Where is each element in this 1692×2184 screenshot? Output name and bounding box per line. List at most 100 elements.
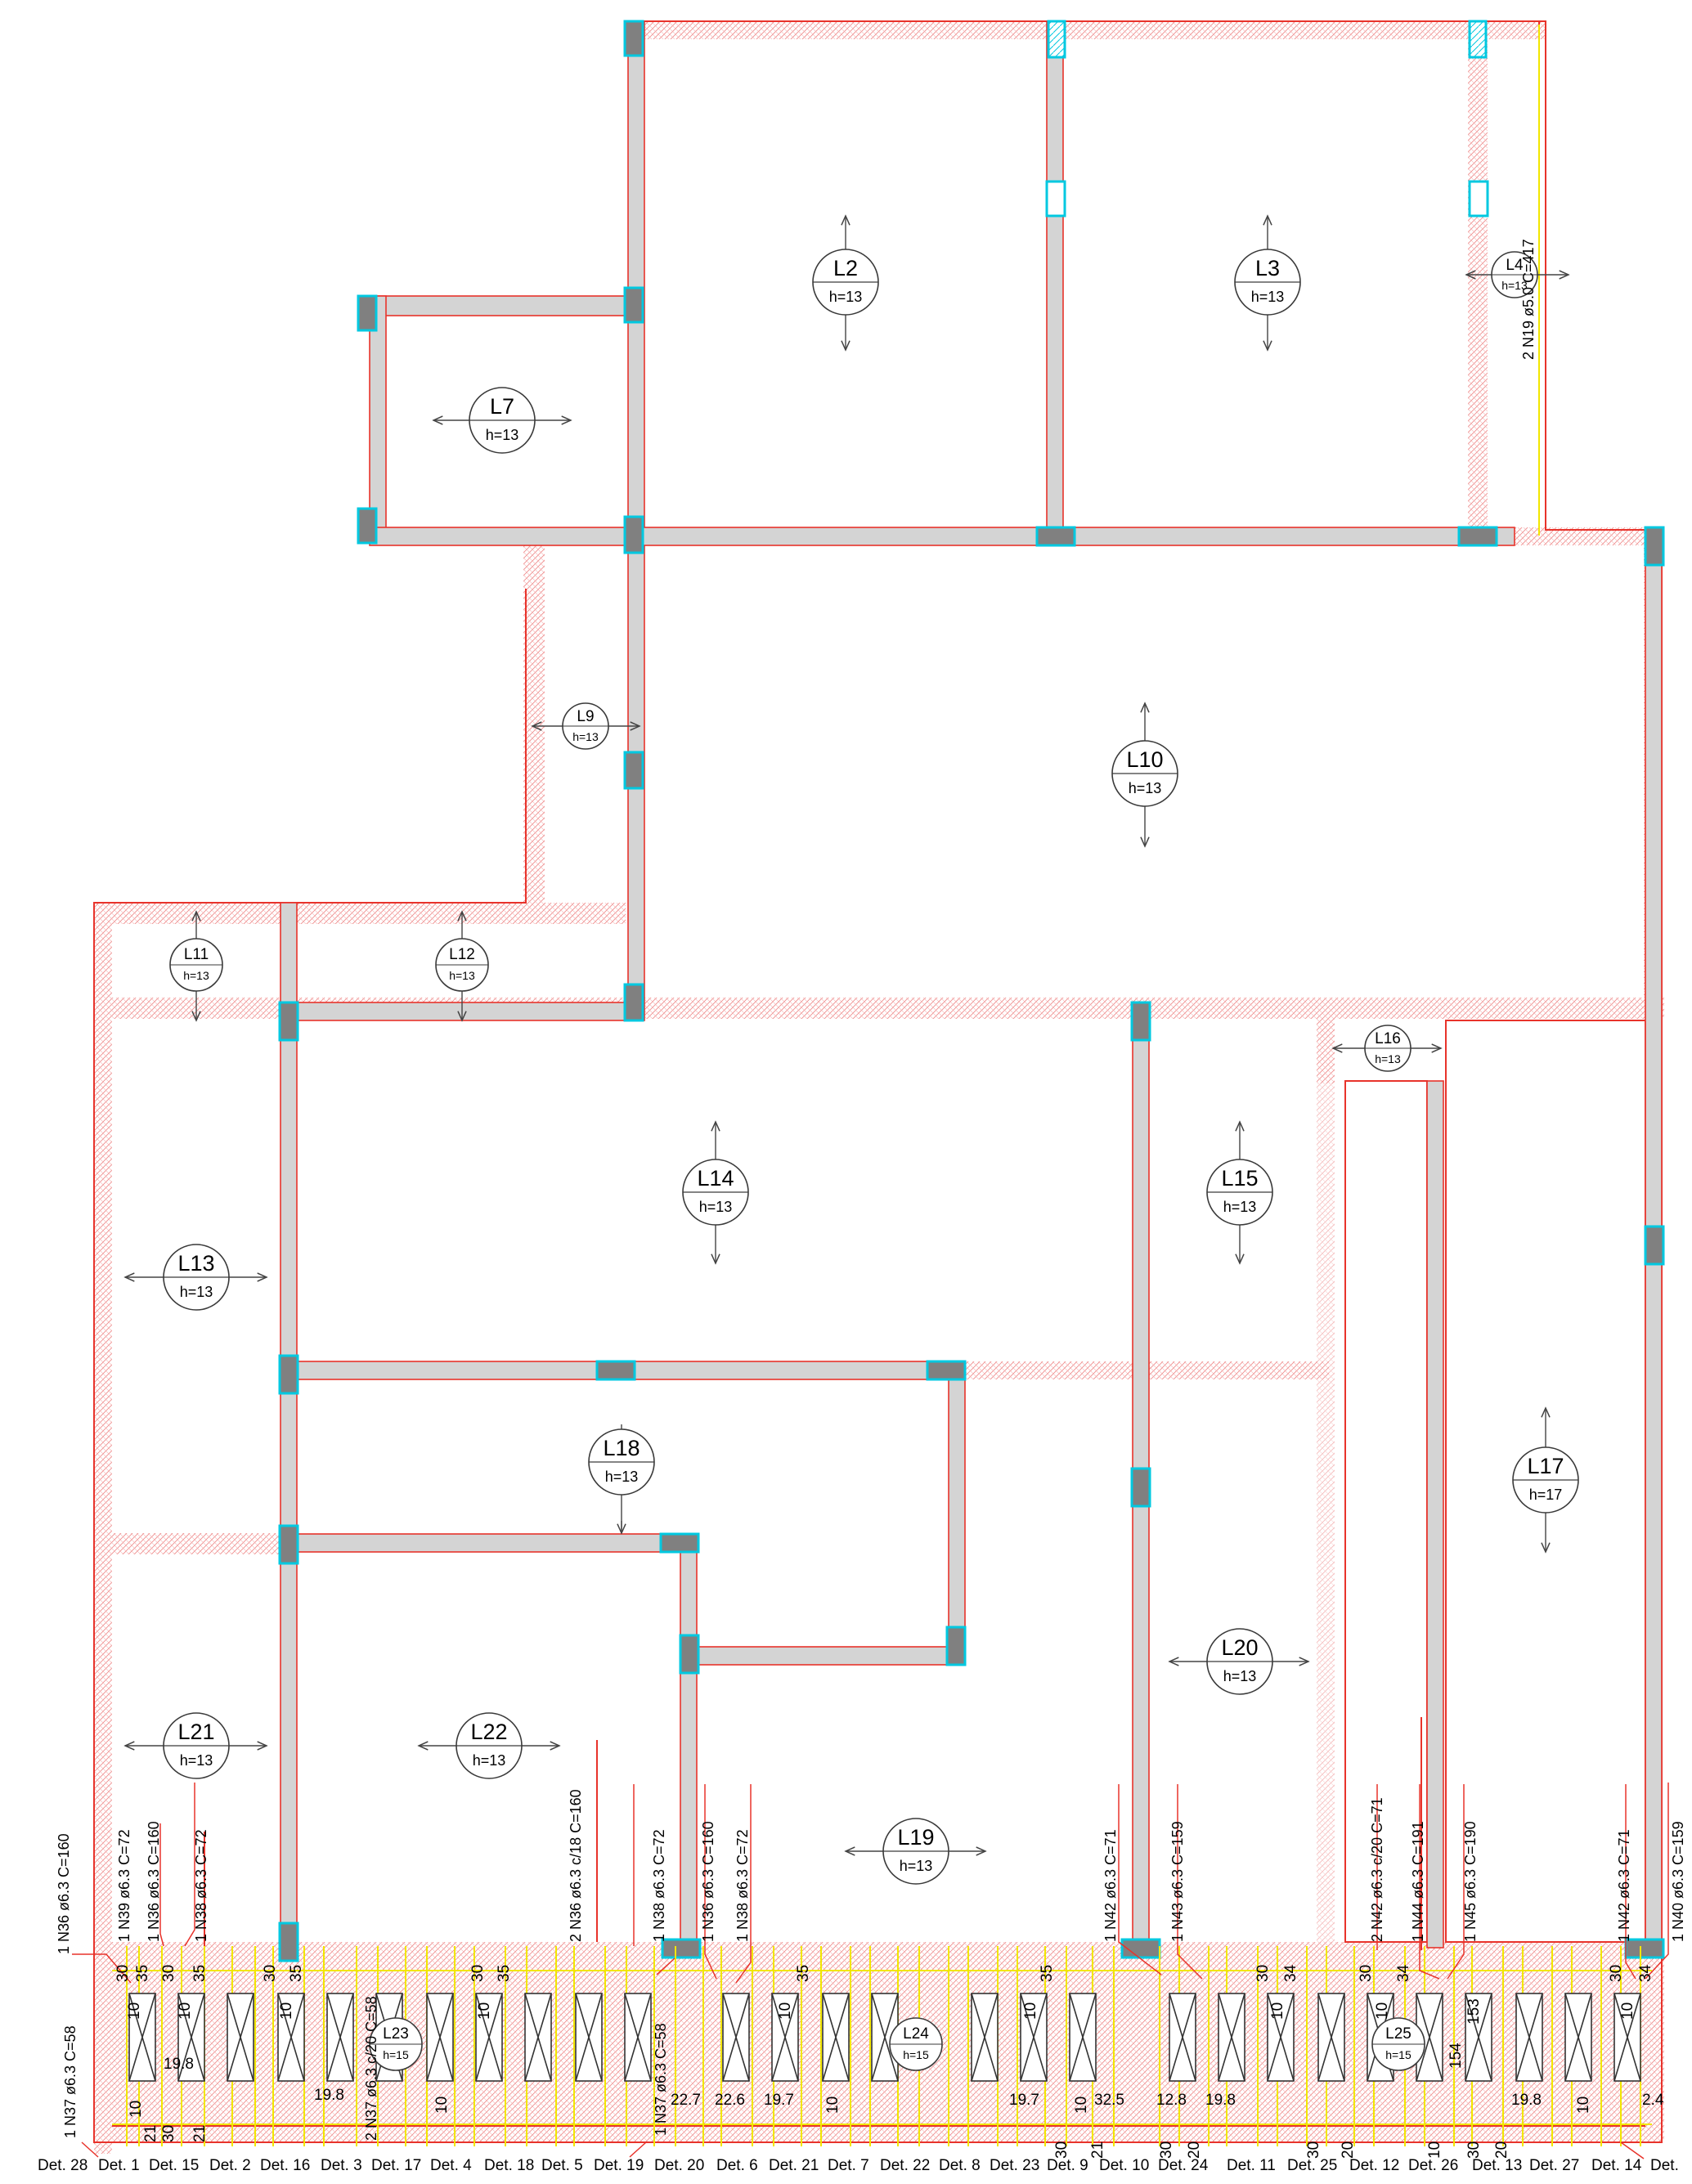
dim-label: 19.7 bbox=[1009, 2092, 1039, 2109]
detail-label: Det. 26 bbox=[1408, 2157, 1458, 2174]
detail-label: Det. 15 bbox=[149, 2157, 199, 2174]
dim-label: 34 bbox=[1282, 1964, 1299, 1982]
block bbox=[1069, 1993, 1097, 2082]
dim-label: 32.5 bbox=[1094, 2092, 1124, 2109]
rebar-leaders bbox=[72, 1783, 1669, 2159]
beam bbox=[1046, 20, 1064, 537]
detail-label: Det. 10 bbox=[1099, 2157, 1149, 2174]
block bbox=[426, 1993, 454, 2082]
slab-name: L21 bbox=[177, 1720, 214, 1744]
dimension-numbers: 30 10 35 30 10 35 19.8 10 21 30 21 30 10… bbox=[114, 1964, 1664, 2159]
dim-label: 10 bbox=[777, 2002, 794, 2020]
column bbox=[595, 1360, 636, 1381]
dim-label: 22.6 bbox=[715, 2092, 745, 2109]
slab-L12: L12 h=13 bbox=[435, 938, 489, 992]
rebar-label: 1 N44 ø6.3 C=191 bbox=[1410, 1821, 1426, 1942]
detail-label: Det. 11 bbox=[1227, 2157, 1276, 2174]
detail-label: Det. 19 bbox=[594, 2157, 644, 2174]
block bbox=[1020, 1993, 1048, 2082]
slab-thickness: h=13 bbox=[473, 1752, 506, 1769]
beams bbox=[280, 20, 1663, 1958]
slab-thickness: h=13 bbox=[486, 427, 519, 443]
detail-label: Det. 28 bbox=[38, 2157, 88, 2174]
detail-labels: Det. 28 Det. 1 Det. 15 Det. 2 Det. 16 De… bbox=[38, 2157, 1679, 2174]
column bbox=[1130, 1001, 1151, 1042]
slab-name: L7 bbox=[490, 394, 514, 419]
slab-L13: L13 h=13 bbox=[163, 1244, 230, 1311]
detail-label: Det. 21 bbox=[769, 2157, 819, 2174]
column bbox=[357, 294, 378, 332]
block bbox=[1613, 1993, 1641, 2082]
dim-label: 10 bbox=[1022, 2002, 1039, 2020]
detail-label: Det. 7 bbox=[828, 2157, 869, 2174]
slab-thickness: h=15 bbox=[383, 2048, 409, 2061]
block bbox=[1267, 1993, 1295, 2082]
beam bbox=[369, 527, 1515, 546]
dim-label: 30 bbox=[160, 2125, 177, 2142]
slab-name: L17 bbox=[1527, 1454, 1564, 1478]
slab-thickness: h=13 bbox=[180, 1284, 213, 1300]
column bbox=[1035, 526, 1076, 547]
dim-label: 19.8 bbox=[1205, 2092, 1236, 2109]
block bbox=[128, 1993, 156, 2082]
dim-label: 35 bbox=[191, 1965, 209, 1982]
beam bbox=[948, 1361, 966, 1665]
slab-name: L4 bbox=[1506, 257, 1524, 274]
slab-thickness: h=13 bbox=[1375, 1052, 1401, 1065]
slab-thickness: h=13 bbox=[1251, 289, 1285, 305]
dim-label: 35 bbox=[288, 1965, 305, 1982]
slab-thickness: h=13 bbox=[1501, 279, 1528, 292]
dim-label: 22.7 bbox=[671, 2092, 701, 2109]
dim-label: 30 bbox=[469, 1965, 487, 1982]
slab-L10: L10 h=13 bbox=[1111, 740, 1178, 807]
column bbox=[1644, 1225, 1665, 1266]
slab-thickness: h=17 bbox=[1529, 1487, 1563, 1503]
detail-label: Det. 24 bbox=[1158, 2157, 1209, 2174]
rebar-label: 1 N39 ø6.3 C=72 bbox=[116, 1829, 132, 1942]
beam bbox=[693, 1646, 964, 1666]
dim-label: 30 bbox=[1358, 1965, 1375, 1982]
rebar-label: 1 N37 ø6.3 C=58 bbox=[62, 2025, 79, 2138]
dim-label: 10 bbox=[824, 2097, 842, 2114]
block bbox=[524, 1993, 552, 2082]
beam bbox=[280, 902, 298, 1958]
rebar-label: 2 N19 ø5.0 C=417 bbox=[1520, 239, 1537, 360]
column bbox=[278, 1001, 299, 1042]
slab-L9: L9 h=13 bbox=[562, 702, 609, 750]
slab-name: L13 bbox=[177, 1251, 214, 1276]
dim-label: 154 bbox=[1447, 2043, 1465, 2069]
slab-name: L15 bbox=[1221, 1166, 1258, 1191]
rebar-label: 1 N38 ø6.3 C=72 bbox=[193, 1829, 209, 1942]
dim-label: 153 bbox=[1465, 1998, 1483, 2025]
rebar-label: 1 N36 ø6.3 C=160 bbox=[56, 1833, 72, 1954]
column bbox=[1468, 180, 1489, 218]
dim-label: 21 bbox=[142, 2125, 159, 2142]
rebar-label: 2 N36 ø6.3 c/18 C=160 bbox=[568, 1789, 584, 1942]
detail-label: Det. 1 bbox=[98, 2157, 140, 2174]
crossed-blocks bbox=[128, 1993, 1641, 2082]
slab-thickness: h=13 bbox=[1129, 780, 1162, 796]
column bbox=[278, 1922, 299, 1962]
column bbox=[623, 20, 644, 57]
detail-label: Det. 22 bbox=[880, 2157, 930, 2174]
dim-label: 10 bbox=[177, 2002, 194, 2020]
detail-label: Det. 27 bbox=[1529, 2157, 1579, 2174]
beam bbox=[280, 1002, 633, 1021]
dim-label: 10 bbox=[1269, 2002, 1286, 2020]
block bbox=[1515, 1993, 1543, 2082]
column bbox=[357, 507, 378, 545]
slab-L16: L16 h=13 bbox=[1364, 1025, 1411, 1072]
block bbox=[771, 1993, 799, 2082]
beam bbox=[1426, 1080, 1444, 1949]
slab-name: L14 bbox=[697, 1166, 734, 1191]
dim-label: 35 bbox=[795, 1965, 812, 1982]
beam bbox=[369, 295, 635, 316]
block bbox=[624, 1993, 652, 2082]
rebar-labels: 2 N19 ø5.0 C=417 1 N36 ø6.3 C=160 1 N37 … bbox=[56, 239, 1686, 2141]
dim-label: 10 bbox=[278, 2002, 295, 2020]
slab-name: L2 bbox=[833, 256, 858, 280]
dim-label: 30 bbox=[262, 1965, 279, 1982]
column bbox=[1644, 526, 1665, 567]
block bbox=[177, 1993, 205, 2082]
beam bbox=[280, 1533, 686, 1553]
